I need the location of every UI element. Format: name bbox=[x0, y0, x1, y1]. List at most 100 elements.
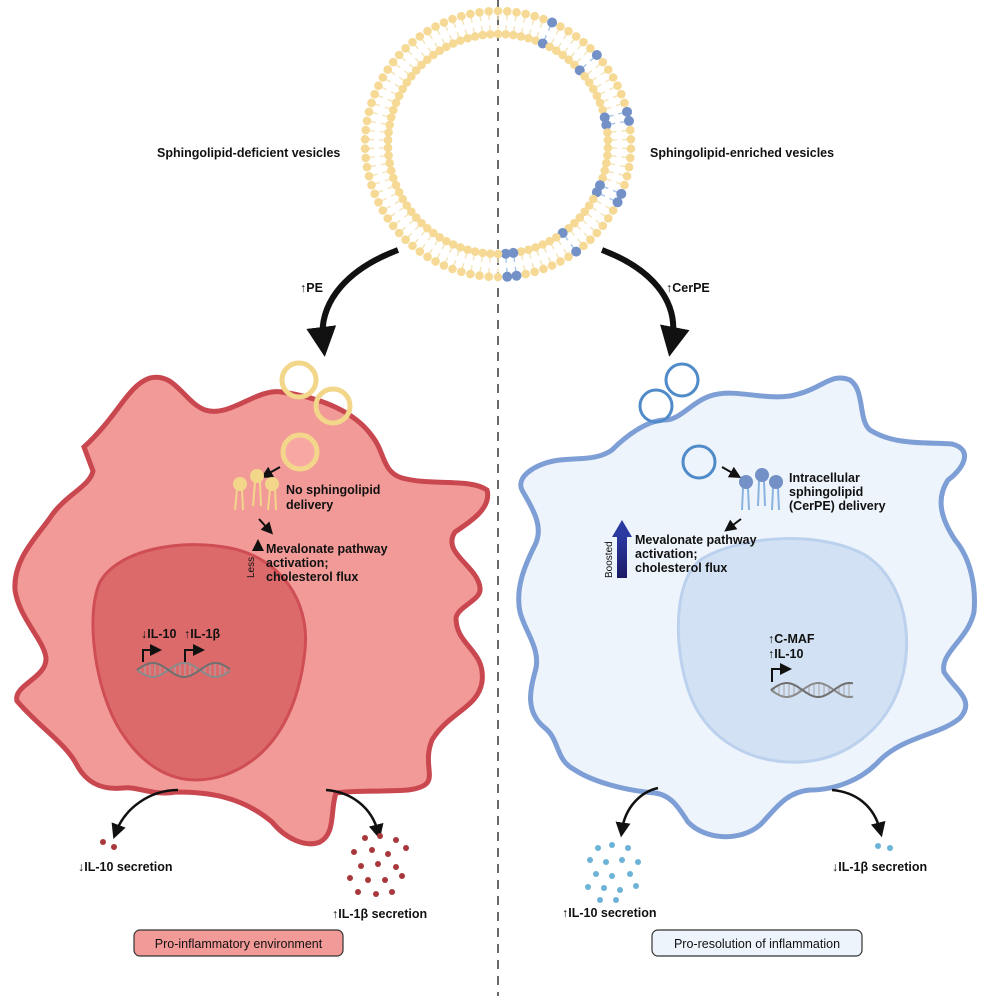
lipid-tail bbox=[621, 131, 626, 132]
lipid-head bbox=[478, 249, 487, 258]
lipid-head bbox=[363, 117, 372, 126]
lipid-tail bbox=[583, 220, 587, 223]
lipid-head bbox=[627, 135, 636, 144]
lipid-head bbox=[367, 181, 376, 190]
right-gene-il10: ↑IL-10 bbox=[768, 647, 803, 661]
lipid-tail bbox=[437, 253, 439, 257]
lipid-tail bbox=[408, 51, 411, 55]
lipid-head bbox=[586, 44, 595, 53]
lipid-tail bbox=[613, 96, 618, 98]
lipid-tail bbox=[399, 77, 403, 80]
lipid-head bbox=[440, 261, 449, 270]
lipid-head bbox=[387, 113, 396, 122]
lipid-head bbox=[602, 159, 611, 168]
left-il10-particles bbox=[100, 839, 117, 850]
cytokine-particle bbox=[358, 863, 364, 869]
lipid-tail bbox=[395, 201, 399, 204]
lipid-head bbox=[622, 107, 632, 117]
lipid-head bbox=[539, 15, 548, 24]
lipid-head bbox=[624, 116, 634, 126]
cytokine-particle bbox=[613, 897, 619, 903]
lipid-tail bbox=[565, 48, 568, 52]
cytokine-particle bbox=[351, 849, 357, 855]
lipid-tail bbox=[618, 174, 623, 175]
lipid-head bbox=[367, 99, 376, 108]
lipid-tail bbox=[532, 20, 533, 25]
lipid-tail bbox=[610, 164, 615, 165]
lipid-tail bbox=[481, 26, 482, 31]
lipid-head bbox=[626, 154, 635, 163]
label-pe: ↑PE bbox=[300, 281, 323, 295]
lipid-head bbox=[599, 222, 608, 231]
lipid-tail bbox=[383, 172, 388, 173]
left-gene-il1b: ↑IL-1β bbox=[184, 627, 220, 641]
left-delivery-arrow bbox=[322, 250, 398, 342]
cytokine-particle bbox=[625, 845, 631, 851]
cytokine-particle bbox=[609, 842, 615, 848]
lipid-head bbox=[517, 32, 526, 41]
lipid-head bbox=[603, 128, 612, 137]
lipid-tail bbox=[422, 231, 425, 235]
right-vesicle-2 bbox=[640, 390, 672, 422]
cytokine-particle bbox=[597, 897, 603, 903]
lipid-tail bbox=[620, 166, 625, 167]
lipid-head bbox=[620, 99, 629, 108]
lipid-head bbox=[547, 17, 557, 27]
cytokine-particle bbox=[369, 847, 375, 853]
right-delivery-arrow bbox=[602, 250, 673, 342]
lipid-tail bbox=[571, 53, 574, 57]
lipid-head bbox=[395, 229, 404, 238]
lipid-head bbox=[423, 252, 432, 261]
cytokine-particle bbox=[377, 833, 383, 839]
lipid-tail bbox=[396, 65, 400, 68]
lipid-head bbox=[448, 15, 457, 24]
lipid-tail bbox=[380, 132, 385, 133]
lipid-tail bbox=[515, 16, 516, 21]
lipid-tail bbox=[590, 227, 594, 230]
lipid-tail bbox=[548, 257, 550, 262]
lipid-head bbox=[600, 166, 609, 175]
left-secretion-text-il10: ↓IL-10 secretion bbox=[78, 860, 172, 874]
lipid-head bbox=[484, 7, 493, 16]
lipid-tail bbox=[454, 23, 456, 28]
lipid-head bbox=[384, 136, 393, 145]
right-vesicle-3 bbox=[683, 446, 715, 478]
lipid-tail bbox=[446, 257, 448, 262]
lipid-tail bbox=[593, 77, 597, 80]
lipid-tail bbox=[399, 208, 403, 211]
lipid-tail bbox=[428, 236, 431, 240]
cytokine-particle bbox=[389, 889, 395, 895]
lipid-tail bbox=[422, 53, 425, 57]
lipid-tail bbox=[404, 71, 408, 74]
cytokine-particle bbox=[365, 877, 371, 883]
lipid-head bbox=[456, 36, 465, 45]
lipid-tail bbox=[450, 248, 452, 253]
right-delivery-text-2: sphingolipid bbox=[789, 485, 863, 499]
lipid-tail bbox=[600, 92, 604, 94]
lipid-tail bbox=[370, 131, 375, 132]
lipid-tail bbox=[385, 107, 390, 109]
lipid-tail bbox=[522, 28, 523, 33]
lipid-tail bbox=[446, 26, 448, 31]
lipid-head bbox=[512, 271, 522, 281]
label-sphingolipid-deficient: Sphingolipid-deficient vesicles bbox=[157, 146, 340, 160]
lipid-tail bbox=[465, 254, 466, 259]
lipid-tail bbox=[442, 39, 444, 43]
lipid-tail bbox=[422, 244, 425, 248]
lipid-head bbox=[463, 34, 472, 43]
lipid-head bbox=[475, 271, 484, 280]
cytokine-particle bbox=[393, 837, 399, 843]
lipid-tail bbox=[388, 187, 393, 189]
lipid-head bbox=[408, 38, 417, 47]
cytokine-particle bbox=[595, 845, 601, 851]
lipid-head bbox=[383, 214, 392, 223]
lipid-head bbox=[599, 58, 608, 67]
lipid-tail bbox=[391, 213, 395, 216]
lipid-head bbox=[401, 44, 410, 53]
lipid-tail bbox=[588, 71, 592, 74]
lipid-tail bbox=[609, 172, 614, 173]
lipid-tail bbox=[601, 213, 605, 216]
lipid-tail bbox=[381, 123, 386, 124]
lipid-tail bbox=[604, 99, 609, 101]
lipid-tail bbox=[593, 208, 597, 211]
